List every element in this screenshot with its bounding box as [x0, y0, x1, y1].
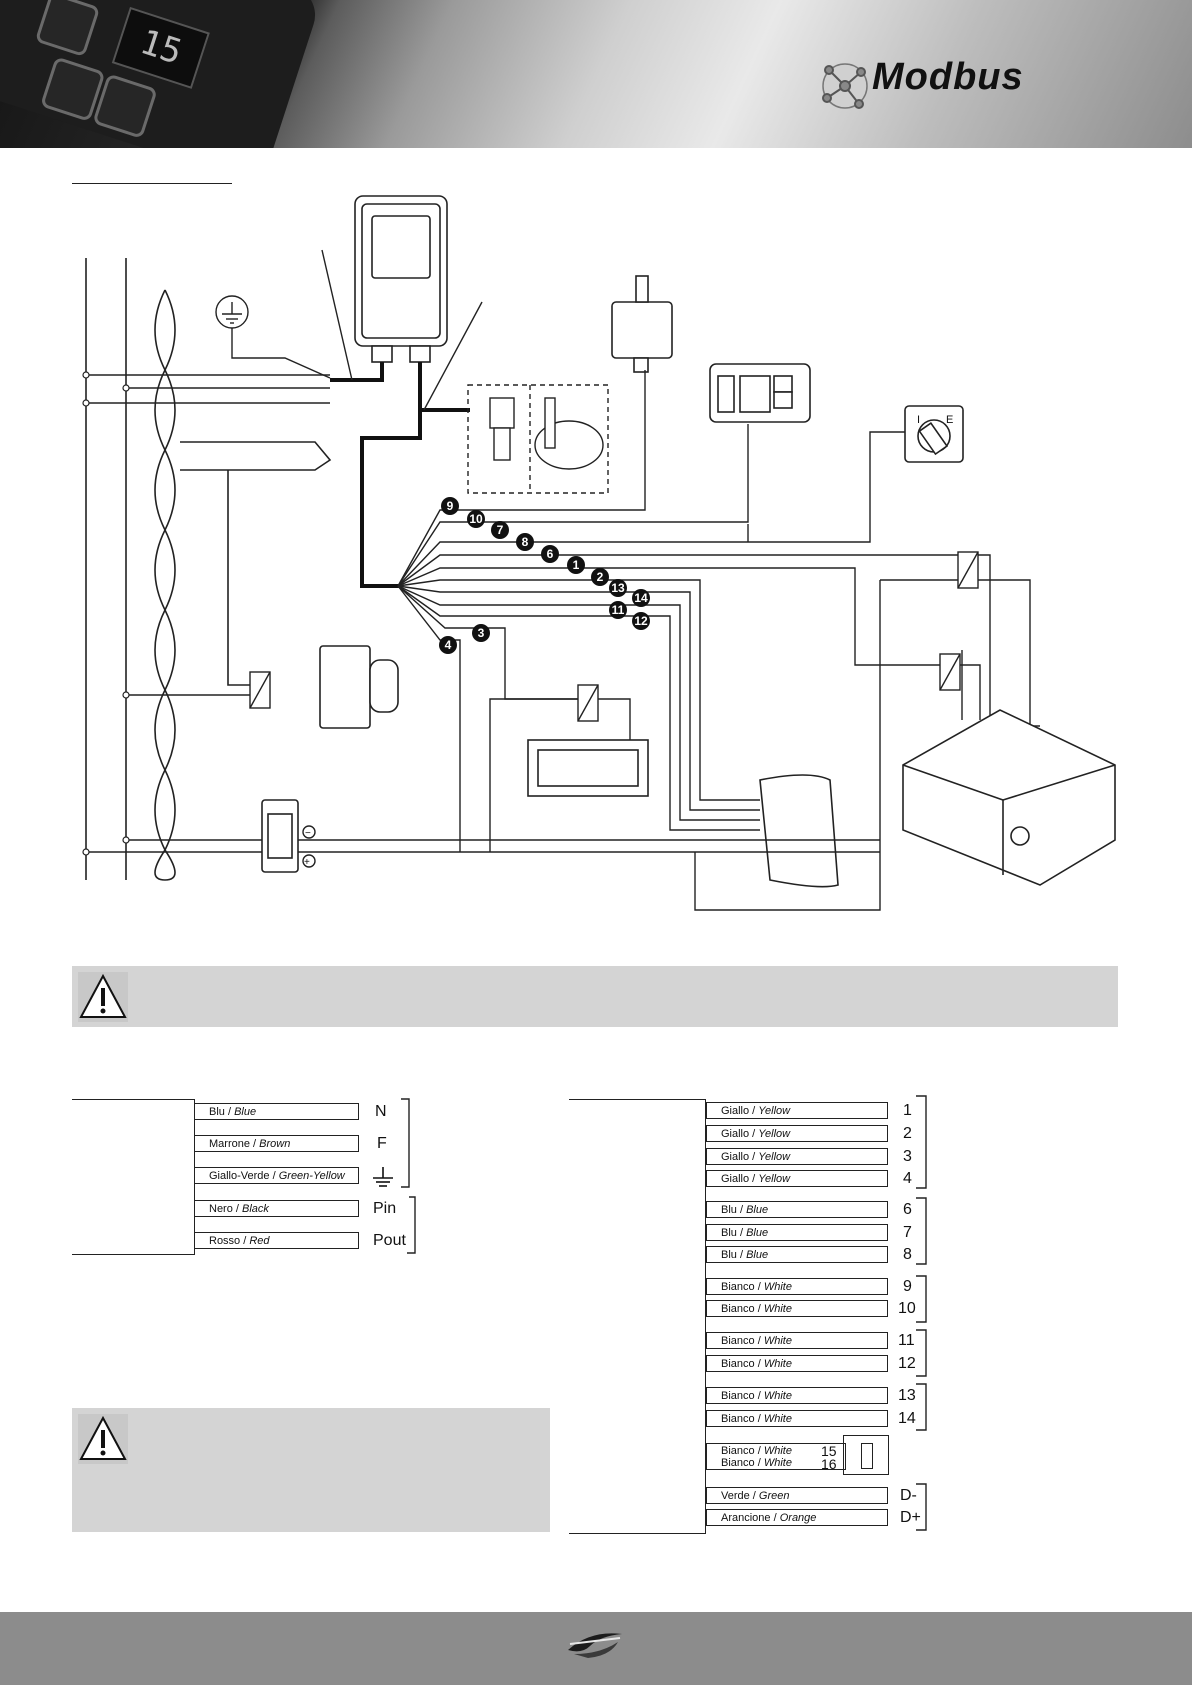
callout-1: 1 — [573, 558, 580, 572]
switch-label-right: E — [946, 414, 953, 426]
panel-key — [34, 0, 101, 58]
left-wire-label: Giallo-Verde / Green-Yellow — [194, 1167, 359, 1184]
warning-box-small — [72, 1408, 550, 1532]
right-wire-label: Bianco / White — [706, 1456, 846, 1470]
right-wire-label: Bianco / White — [706, 1443, 846, 1457]
right-wire-label: Giallo / Yellow — [706, 1102, 888, 1119]
right-cable-sheath — [569, 1099, 706, 1534]
right-wire-label: Bianco / White — [706, 1332, 888, 1349]
left-terminal-label: Pin — [373, 1200, 397, 1217]
callout-3: 3 — [478, 626, 485, 640]
left-terminal-label: F — [377, 1135, 387, 1152]
right-wire-label: Arancione / Orange — [706, 1509, 888, 1526]
section-rule — [72, 183, 232, 184]
right-terminal-label: 11 — [898, 1332, 915, 1349]
right-terminal-label: 3 — [903, 1148, 912, 1165]
right-wire-label: Blu / Blue — [706, 1224, 888, 1241]
supply-minus-label: − — [305, 828, 311, 839]
callout-13: 13 — [611, 581, 625, 595]
controller-box — [354, 195, 448, 363]
left-cable-sheath — [72, 1099, 195, 1255]
panel-key — [92, 73, 158, 139]
right-terminal-label: 2 — [903, 1125, 912, 1142]
left-wire-label: Nero / Black — [194, 1200, 359, 1217]
right-terminal-label: 14 — [898, 1410, 916, 1427]
left-terminal-label: N — [375, 1103, 387, 1120]
callout-6: 6 — [547, 547, 554, 561]
brand-name: Modbus — [872, 56, 1024, 98]
left-wire-label: Marrone / Brown — [194, 1135, 359, 1152]
callout-14: 14 — [634, 591, 648, 605]
terminal-block — [843, 1435, 889, 1475]
right-terminal-label: 4 — [903, 1170, 912, 1187]
left-terminal-label: Pout — [373, 1232, 406, 1249]
right-wire-label: Bianco / White — [706, 1355, 888, 1372]
right-wire-label: Blu / Blue — [706, 1246, 888, 1263]
right-wire-label: Bianco / White — [706, 1278, 888, 1295]
right-wire-label: Bianco / White — [706, 1410, 888, 1427]
callout-8: 8 — [522, 535, 529, 549]
callout-11: 11 — [612, 603, 625, 617]
right-wire-label: Giallo / Yellow — [706, 1148, 888, 1165]
right-terminal-label: 12 — [898, 1355, 916, 1372]
right-terminal-label: 6 — [903, 1201, 912, 1218]
left-wire-label: Blu / Blue — [194, 1103, 359, 1120]
control-panel-photo: 15 — [0, 0, 323, 148]
right-wire-label: Bianco / White — [706, 1387, 888, 1404]
wiring-diagram: I E — [82, 195, 1116, 911]
brand-swoosh-logo-icon — [568, 1633, 622, 1658]
right-bracket-group — [916, 1095, 927, 1531]
callout-12: 12 — [634, 614, 648, 628]
left-bracket-group — [401, 1098, 416, 1254]
right-terminal-label: 1 — [903, 1102, 912, 1119]
warning-triangle-icon — [78, 1414, 128, 1464]
callout-7: 7 — [497, 523, 504, 537]
callout-2: 2 — [597, 570, 604, 584]
right-wire-label: Verde / Green — [706, 1487, 888, 1504]
callout-4: 4 — [445, 638, 452, 652]
callout-9: 9 — [447, 499, 454, 513]
header-banner: 15 Modbus — [0, 0, 1192, 148]
right-terminal-label: D- — [900, 1487, 917, 1504]
callout-10: 10 — [469, 512, 483, 526]
right-wire-label: Giallo / Yellow — [706, 1125, 888, 1142]
right-terminal-label: 15 — [821, 1443, 837, 1459]
right-wire-label: Blu / Blue — [706, 1201, 888, 1218]
modbus-network-icon — [822, 63, 868, 109]
supply-plus-label: + — [304, 857, 310, 868]
right-wire-label: Giallo / Yellow — [706, 1170, 888, 1187]
left-wire-label: Rosso / Red — [194, 1232, 359, 1249]
right-terminal-label: 13 — [898, 1387, 916, 1404]
right-terminal-label: 16 — [821, 1456, 837, 1472]
right-wire-label: Bianco / White — [706, 1300, 888, 1317]
warning-box-wide — [72, 966, 1118, 1027]
footer-bar — [0, 1612, 1192, 1685]
earth-ground-icon — [373, 1167, 393, 1187]
panel-display: 15 — [111, 6, 210, 89]
right-terminal-label: 7 — [903, 1224, 912, 1241]
switch-label-left: I — [917, 414, 920, 426]
earth-ground-symbol — [215, 295, 331, 379]
right-terminal-label: D+ — [900, 1509, 921, 1526]
right-terminal-label: 10 — [898, 1300, 916, 1317]
right-terminal-label: 9 — [903, 1278, 912, 1295]
right-terminal-label: 8 — [903, 1246, 912, 1263]
warning-triangle-icon — [78, 972, 128, 1022]
